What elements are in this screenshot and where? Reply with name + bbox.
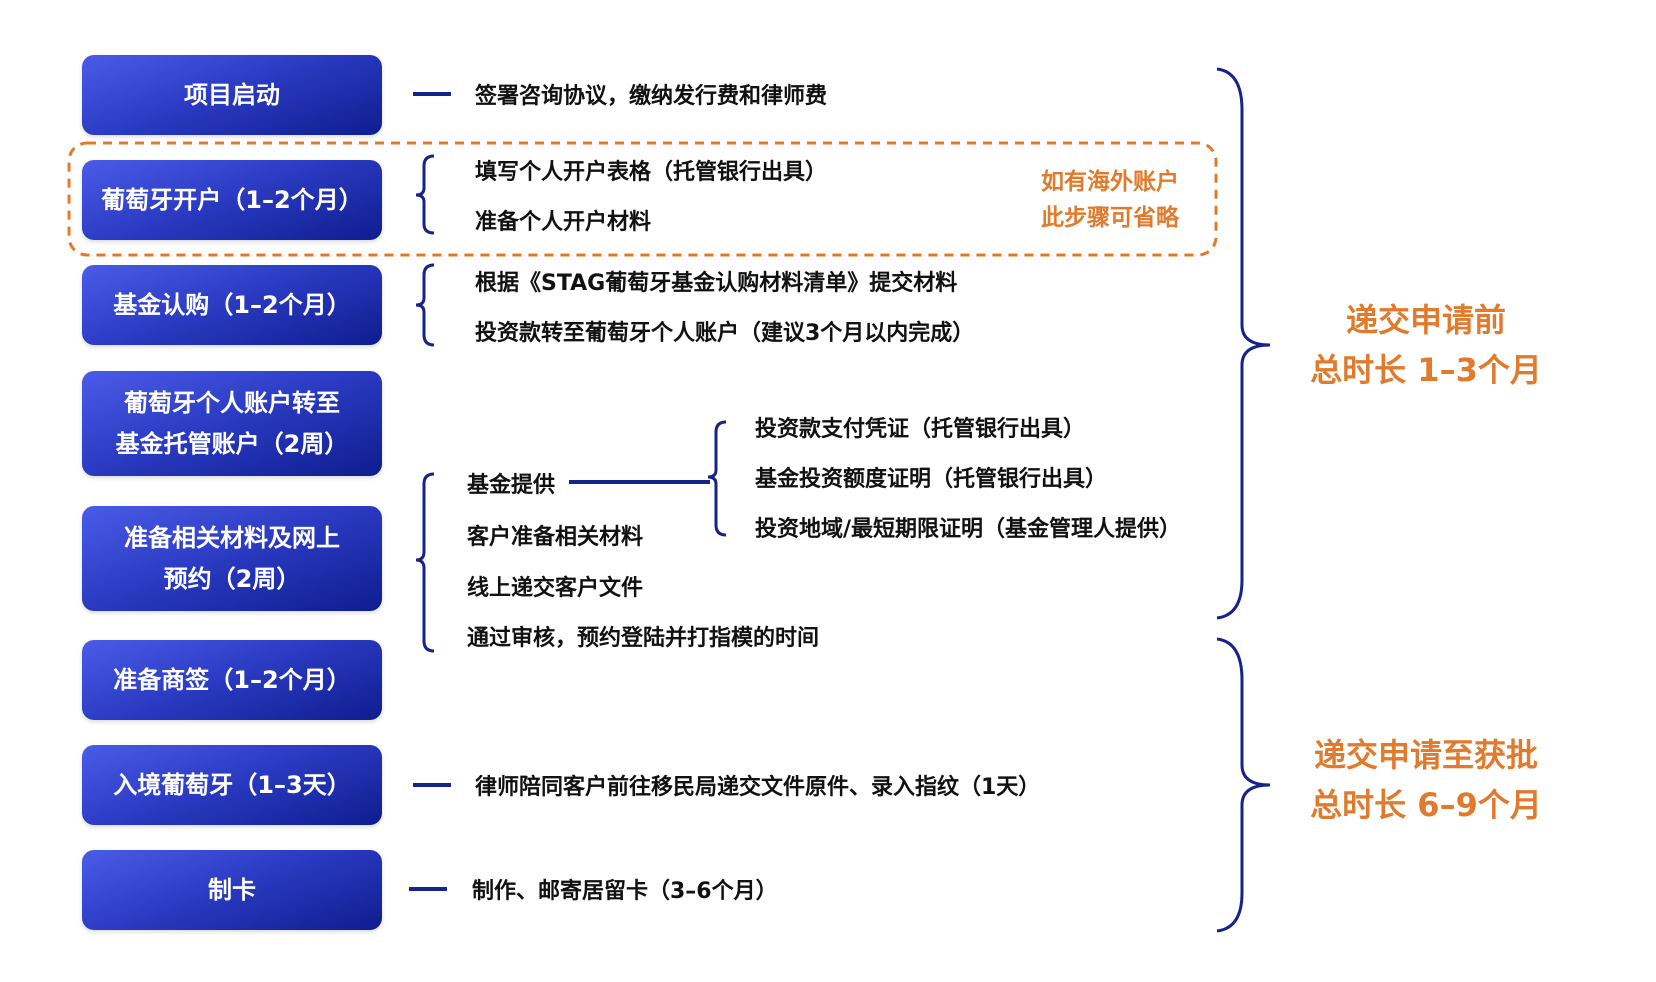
step-label: 预约（2周） <box>163 564 301 593</box>
phase-title: 递交申请至获批 <box>1313 736 1538 774</box>
detail-materials: 基金提供 <box>467 473 556 498</box>
brace-account-opening <box>415 154 435 235</box>
step-label: 葡萄牙开户（1–2个月） <box>101 185 363 214</box>
phase-before-submission: 递交申请前总时长 1–3个月 <box>1286 295 1566 395</box>
detail-materials: 客户准备相关材料 <box>467 525 644 550</box>
detail-account-opening: 准备个人开户材料 <box>475 210 652 235</box>
step-label: 准备相关材料及网上 <box>124 523 340 552</box>
optional-note: 如有海外账户此步骤可省略 <box>1020 164 1200 236</box>
phase-duration: 总时长 1–3个月 <box>1310 351 1542 389</box>
step-label: 基金认购（1–2个月） <box>113 290 351 319</box>
brace-phase-before-submission <box>1216 67 1271 620</box>
detail-fund-subscription: 根据《STAG葡萄牙基金认购材料清单》提交材料 <box>475 271 958 296</box>
step-label: 制卡 <box>208 875 256 904</box>
detail-project-start: 签署咨询协议，缴纳发行费和律师费 <box>475 84 828 109</box>
dash-connector <box>409 887 447 891</box>
detail-fund-provided: 投资地域/最短期限证明（基金管理人提供） <box>755 517 1182 542</box>
phase-to-approval: 递交申请至获批总时长 6–9个月 <box>1286 730 1566 830</box>
step-prepare-materials: 准备相关材料及网上预约（2周） <box>82 506 382 611</box>
step-label: 葡萄牙个人账户转至 <box>124 388 340 417</box>
step-label: 项目启动 <box>184 80 280 109</box>
detail-fund-provided: 投资款支付凭证（托管银行出具） <box>755 417 1086 442</box>
optional-step-dashed-border <box>67 141 1218 257</box>
detail-materials: 通过审核，预约登陆并打指模的时间 <box>467 626 820 651</box>
detail-fund-provided: 基金投资额度证明（托管银行出具） <box>755 467 1108 492</box>
brace-fund-subscription <box>415 263 435 347</box>
step-business-visa: 准备商签（1–2个月） <box>82 640 382 720</box>
step-label: 准备商签（1–2个月） <box>113 665 351 694</box>
step-label: 入境葡萄牙（1–3天） <box>113 770 351 799</box>
detail-entry: 律师陪同客户前往移民局递交文件原件、录入指纹（1天） <box>475 775 1041 800</box>
phase-duration: 总时长 6–9个月 <box>1310 786 1542 824</box>
step-enter-portugal: 入境葡萄牙（1–3天） <box>82 745 382 825</box>
step-fund-subscription: 基金认购（1–2个月） <box>82 265 382 345</box>
brace-materials <box>415 472 435 653</box>
note-line: 如有海外账户 <box>1041 169 1179 195</box>
step-label: 基金托管账户（2周） <box>115 429 349 458</box>
dash-connector <box>413 783 451 787</box>
step-project-start: 项目启动 <box>82 55 382 135</box>
detail-fund-subscription: 投资款转至葡萄牙个人账户（建议3个月以内完成） <box>475 321 975 346</box>
step-card-issuance: 制卡 <box>82 850 382 930</box>
note-line: 此步骤可省略 <box>1041 205 1179 231</box>
phase-title: 递交申请前 <box>1345 301 1506 339</box>
detail-materials: 线上递交客户文件 <box>467 576 644 601</box>
step-portugal-account-opening: 葡萄牙开户（1–2个月） <box>82 160 382 240</box>
detail-card: 制作、邮寄居留卡（3–6个月） <box>472 879 778 904</box>
step-transfer-to-custody: 葡萄牙个人账户转至基金托管账户（2周） <box>82 371 382 476</box>
detail-account-opening: 填写个人开户表格（托管银行出具） <box>475 160 828 185</box>
dash-connector <box>413 92 451 96</box>
brace-phase-to-approval <box>1216 637 1271 933</box>
brace-fund-provided <box>707 420 727 537</box>
